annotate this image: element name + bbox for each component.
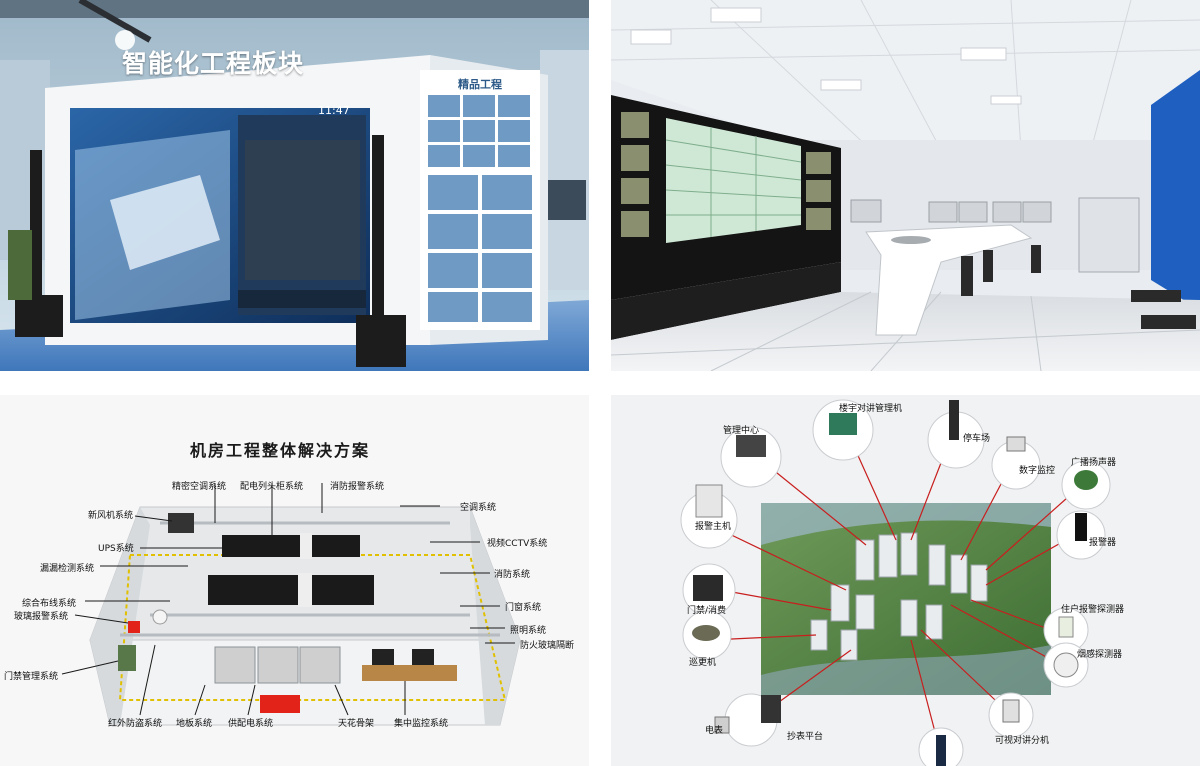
label-smoke: 烟感探测器: [1077, 650, 1123, 660]
screen-clock: 11:47: [318, 104, 350, 117]
label-patrol: 巡更机: [689, 658, 717, 668]
label-glass-break: 玻璃报警系统: [14, 612, 69, 622]
label-intercom-mgr: 楼宇对讲管理机: [839, 404, 903, 414]
label-distribution-cabinet: 配电列头柜系统: [240, 482, 304, 492]
diagram-residential-security: 管理中心 楼宇对讲管理机 停车场 数字监控 广播扬声器 报警主机 报警器 门禁/…: [611, 395, 1200, 766]
label-mgmt-center: 管理中心: [723, 426, 760, 436]
poster-title: 精品工程: [458, 78, 502, 91]
label-alarm-host: 报警主机: [695, 522, 732, 532]
label-ceiling: 天花骨架: [338, 719, 375, 729]
label-leak-detect: 漏漏检测系统: [40, 564, 95, 574]
label-ups: UPS系统: [98, 544, 134, 554]
label-ac: 空调系统: [460, 503, 497, 513]
label-access: 门禁管理系统: [4, 672, 59, 682]
label-video-intercom: 可视对讲分机: [995, 736, 1050, 746]
photo-control-room: [611, 0, 1200, 371]
label-power-supply: 供配电系统: [228, 719, 274, 729]
label-fresh-air: 新风机系统: [88, 511, 134, 521]
label-fire-alarm: 消防报警系统: [330, 482, 385, 492]
label-precision-ac: 精密空调系统: [172, 482, 227, 492]
booth-sign: 智能化工程板块: [122, 49, 305, 78]
label-cabling: 综合布线系统: [22, 599, 77, 609]
label-alarm: 报警器: [1089, 538, 1117, 548]
label-cctv: 视频CCTV系统: [487, 539, 548, 549]
label-resident-detector: 住户报警探测器: [1061, 605, 1125, 615]
label-meter: 电表: [705, 726, 724, 736]
label-fire-fight: 消防系统: [494, 570, 531, 580]
label-floor: 地板系统: [176, 719, 213, 729]
label-central-monitor: 集中监控系统: [394, 719, 449, 729]
label-digital-monitor: 数字监控: [1019, 466, 1056, 476]
label-door-window: 门窗系统: [505, 603, 542, 613]
diagram-title: 机房工程整体解决方案: [190, 441, 371, 460]
label-access-pay: 门禁/消费: [687, 606, 727, 616]
photo-exhibition-booth: 智能化工程板块 11:47 精品工程: [0, 0, 589, 371]
label-infrared: 红外防盗系统: [108, 719, 163, 729]
label-broadcast: 广播扬声器: [1071, 458, 1117, 468]
label-fire-glass: 防火玻璃隔断: [520, 641, 575, 651]
label-lighting: 照明系统: [510, 626, 547, 636]
label-parking: 停车场: [963, 434, 991, 444]
label-meter-platform: 抄表平台: [787, 732, 824, 742]
diagram-machine-room: 机房工程整体解决方案 精密空调系统 配电列头柜系统 消防报警系统 新风机系统 空…: [0, 395, 589, 766]
